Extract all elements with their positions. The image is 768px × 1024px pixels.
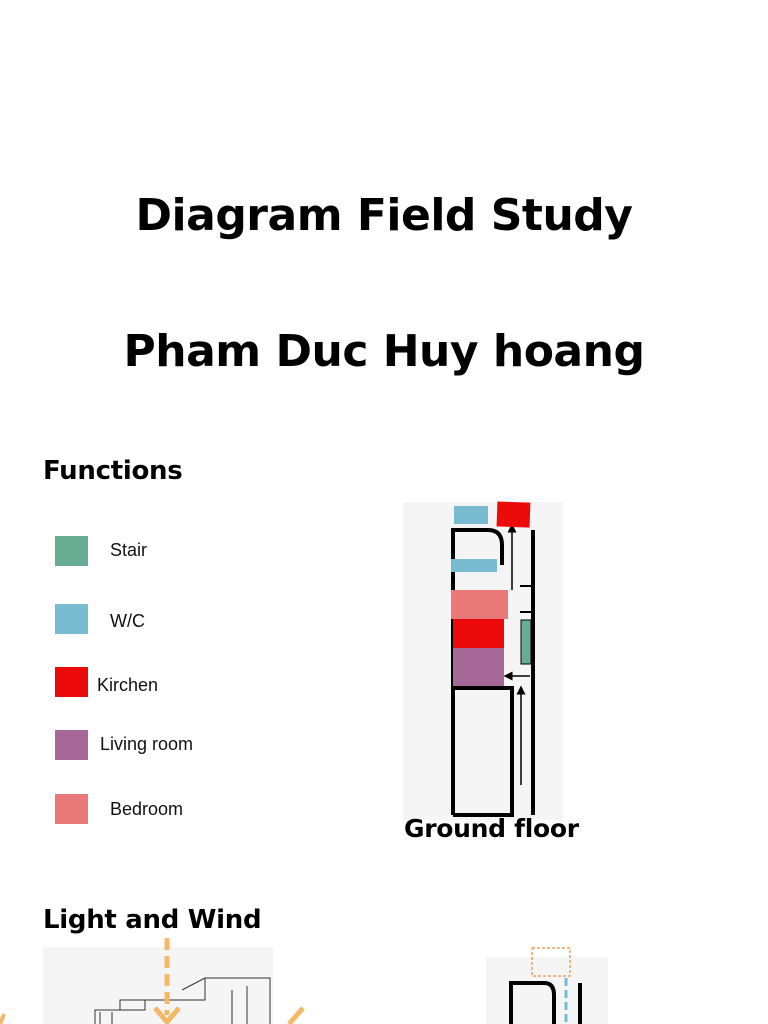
plan2-dotted-box (531, 947, 571, 977)
legend-swatch-wc (55, 604, 88, 634)
legend-swatch-stair (55, 536, 88, 566)
plan-wc-top (454, 506, 488, 524)
legend-swatch-bedroom (55, 794, 88, 824)
plan-wall-left (451, 528, 504, 815)
functions-heading: Functions (43, 456, 183, 486)
plan-wall-mid (453, 686, 514, 817)
author-name: Pham Duc Huy hoang (123, 326, 645, 377)
legend-label-kitchen: Kirchen (97, 675, 159, 695)
legend-label-bedroom: Bedroom (110, 799, 184, 819)
plan-stair (520, 619, 532, 665)
plan-living-room (453, 648, 504, 686)
page-title: Diagram Field Study (135, 190, 633, 241)
plan-kitchen-top (496, 501, 531, 528)
light-arrow-diagonal (287, 1006, 305, 1024)
ground-floor-caption: Ground floor (404, 814, 579, 843)
legend-swatch-living-room (55, 730, 88, 760)
legend-swatch-kitchen (55, 667, 88, 697)
light-wind-heading: Light and Wind (43, 905, 262, 935)
light-arrow-head (153, 1006, 181, 1024)
plan-wc-inner (451, 559, 497, 572)
legend-label-stair: Stair (110, 540, 148, 560)
plan2-wall (509, 981, 556, 1024)
legend-label-living-room: Living room (100, 734, 194, 754)
plan-bedroom (451, 590, 508, 619)
plan-kitchen (453, 619, 504, 648)
light-arrow-edge (0, 1013, 6, 1024)
legend-label-wc: W/C (110, 611, 145, 631)
